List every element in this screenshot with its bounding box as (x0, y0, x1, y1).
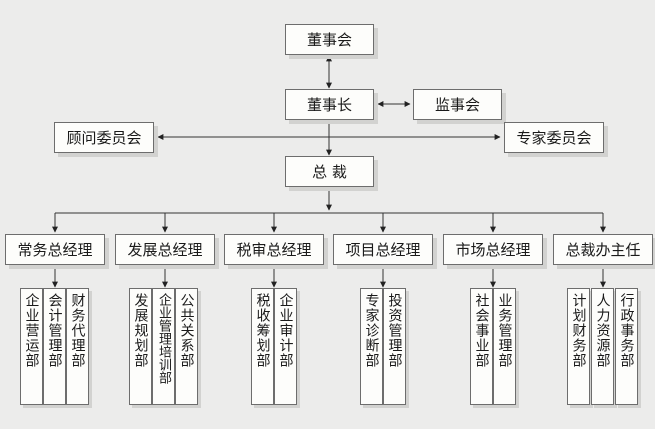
department-label: 企业审计部 (277, 293, 294, 368)
department-box: 企业管理培训部 (152, 288, 175, 405)
department-label: 行政事务部 (618, 293, 635, 368)
manager-label: 市场总经理 (455, 241, 531, 259)
manager-label: 总裁办主任 (565, 241, 641, 259)
manager-box: 常务总经理 (5, 234, 105, 265)
supervisory-label: 监事会 (434, 96, 480, 114)
department-label: 业务管理部 (496, 293, 513, 368)
supervisory-box: 监事会 (413, 89, 502, 120)
president-label: 总 裁 (312, 163, 347, 181)
department-label: 企业营运部 (23, 293, 40, 368)
department-box: 计划财务部 (567, 288, 590, 405)
manager-box: 发展总经理 (115, 234, 215, 265)
department-label: 财务代理部 (69, 293, 86, 368)
department-box: 人力资源部 (591, 288, 614, 405)
department-label: 企业管理培训部 (156, 293, 171, 384)
department-label: 专家诊断部 (363, 293, 380, 368)
board-label: 董事会 (306, 31, 352, 49)
department-box: 企业审计部 (274, 288, 297, 405)
department-label: 会计管理部 (46, 293, 63, 368)
department-box: 投资管理部 (383, 288, 406, 405)
manager-label: 项目总经理 (345, 241, 421, 259)
manager-box: 总裁办主任 (553, 234, 653, 265)
department-label: 人力资源部 (594, 293, 611, 368)
department-box: 专家诊断部 (360, 288, 383, 405)
chairman-box: 董事长 (285, 89, 374, 120)
manager-label: 税审总经理 (236, 241, 312, 259)
department-label: 税收筹划部 (254, 293, 271, 368)
president-box: 总 裁 (285, 156, 374, 187)
department-label: 计划财务部 (570, 293, 587, 368)
department-box: 行政事务部 (615, 288, 638, 405)
department-box: 社会事业部 (470, 288, 493, 405)
advisory-label: 顾问委员会 (66, 129, 142, 147)
department-label: 发展规划部 (132, 293, 149, 368)
department-label: 投资管理部 (386, 293, 403, 368)
department-box: 财务代理部 (66, 288, 89, 405)
expert-label: 专家委员会 (516, 129, 592, 147)
manager-box: 税审总经理 (224, 234, 324, 265)
chairman-label: 董事长 (306, 96, 352, 114)
manager-label: 常务总经理 (17, 241, 93, 259)
department-box: 企业营运部 (20, 288, 43, 405)
manager-label: 发展总经理 (127, 241, 203, 259)
department-label: 公共关系部 (178, 293, 195, 368)
manager-box: 市场总经理 (443, 234, 543, 265)
board-box: 董事会 (285, 24, 374, 55)
manager-box: 项目总经理 (333, 234, 433, 265)
department-box: 业务管理部 (493, 288, 516, 405)
department-box: 公共关系部 (175, 288, 198, 405)
department-label: 社会事业部 (473, 293, 490, 368)
department-box: 发展规划部 (129, 288, 152, 405)
department-box: 会计管理部 (43, 288, 66, 405)
advisory-box: 顾问委员会 (54, 122, 154, 153)
expert-box: 专家委员会 (504, 122, 604, 153)
department-box: 税收筹划部 (251, 288, 274, 405)
